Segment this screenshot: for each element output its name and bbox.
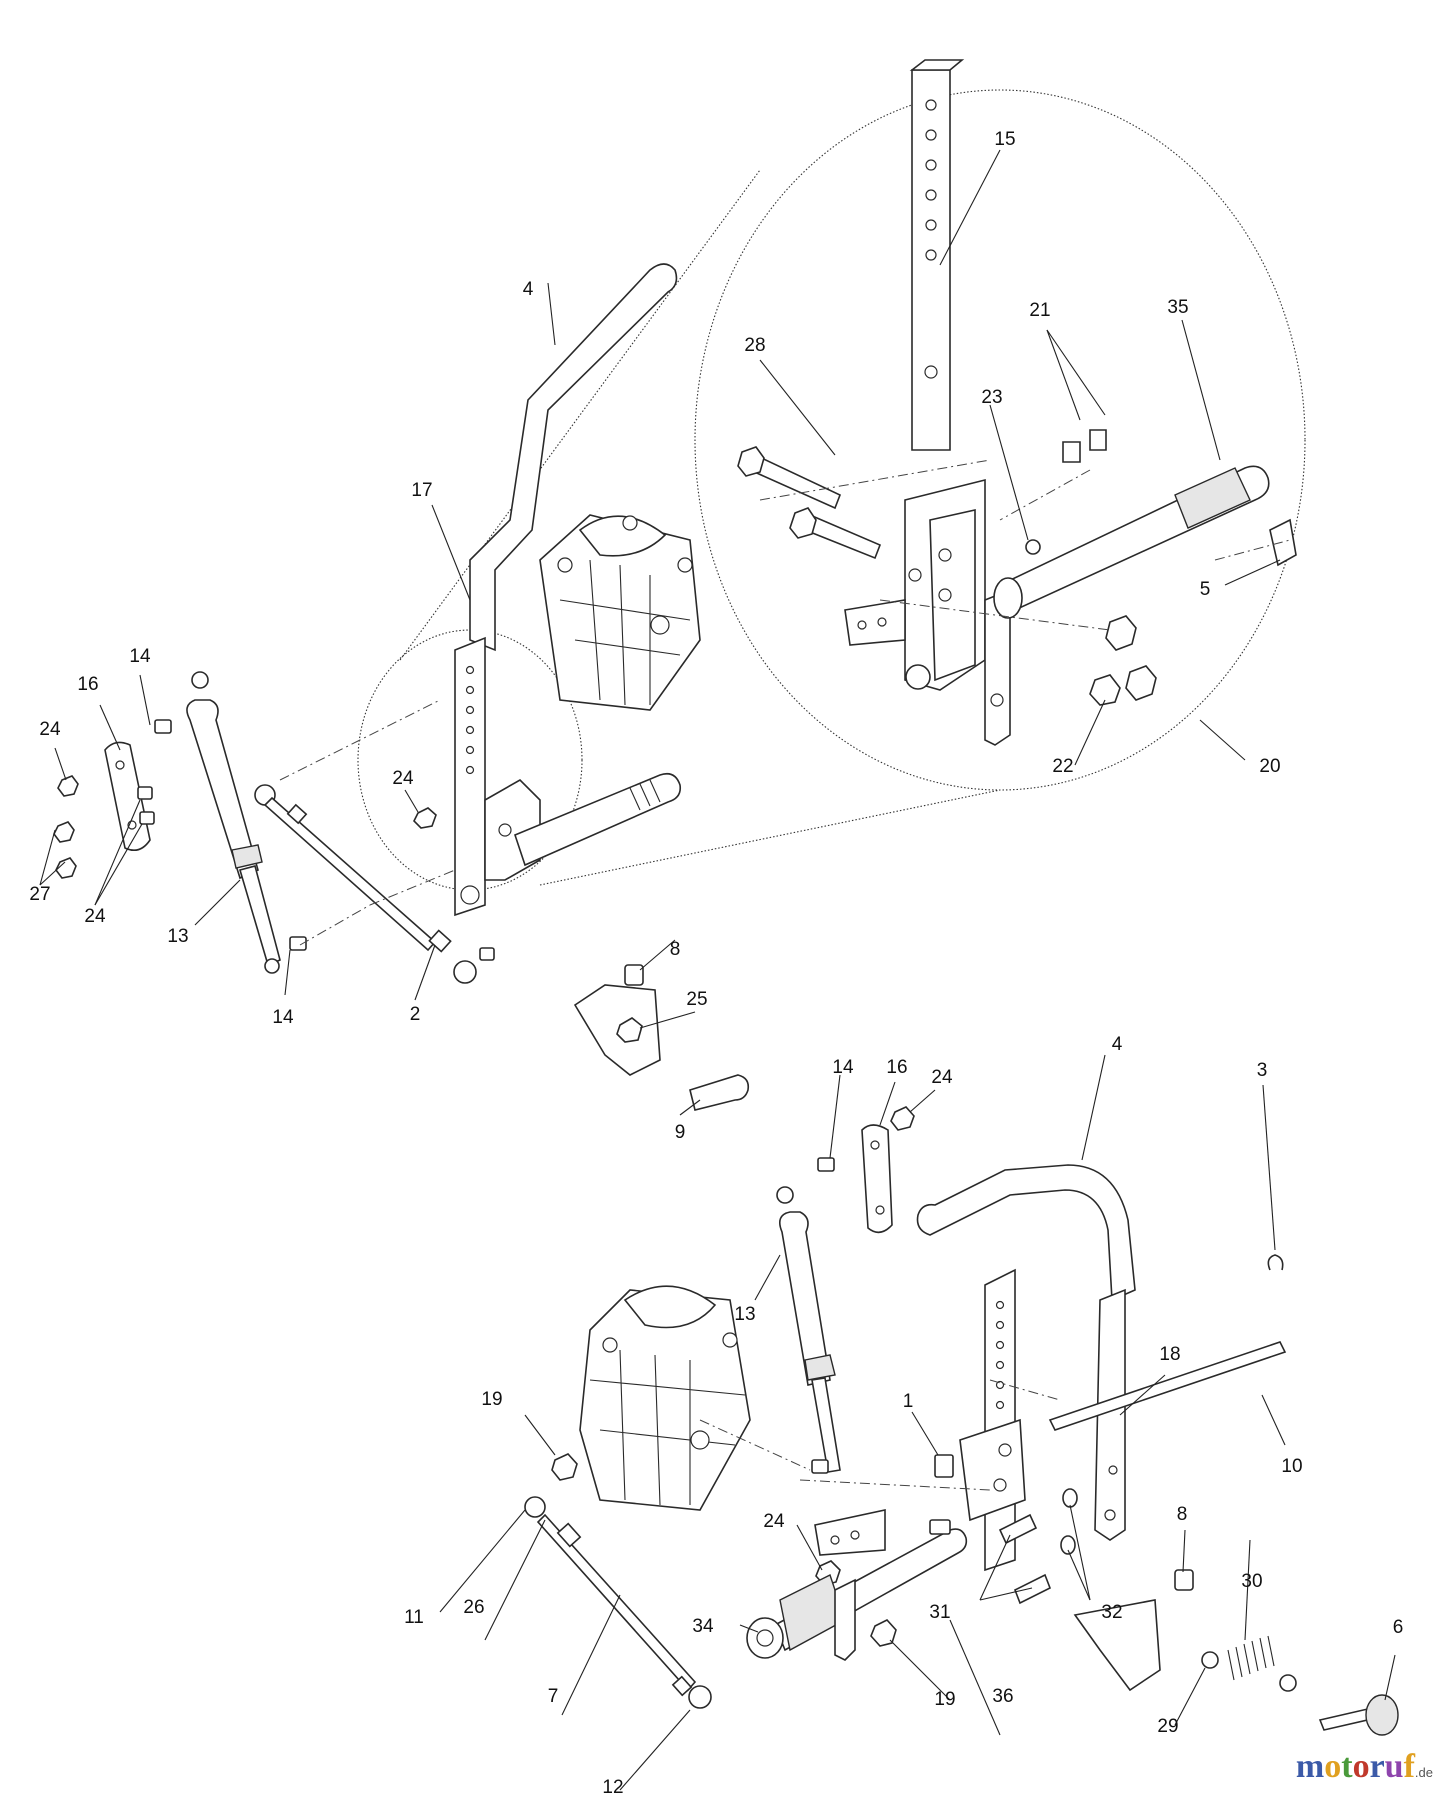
callout-labels-top: 4 15 21 35 28 23 17 5 14 16 24 24 22 20 … — [29, 129, 1280, 1143]
hydro-pump-top — [539, 514, 701, 711]
callout: 1 — [903, 1391, 914, 1412]
logo-letter: m — [1295, 1748, 1325, 1785]
callout: 29 — [1157, 1716, 1178, 1737]
callout: 24 — [392, 768, 414, 789]
link-rod-top — [254, 784, 495, 984]
callout: 14 — [129, 646, 151, 667]
bottom-assembly — [439, 1054, 1399, 1791]
callout: 24 — [84, 906, 106, 927]
callout: 14 — [832, 1057, 854, 1078]
callout: 19 — [934, 1689, 955, 1710]
callout: 8 — [670, 939, 681, 960]
callout: 26 — [463, 1597, 484, 1618]
callout: 22 — [1052, 756, 1073, 777]
callout: 4 — [1112, 1034, 1123, 1055]
callout: 11 — [404, 1607, 424, 1628]
link-rod-bottom — [524, 1496, 712, 1709]
callout: 25 — [686, 989, 707, 1010]
callout: 4 — [523, 279, 534, 300]
callout: 15 — [994, 129, 1015, 150]
callout: 23 — [981, 387, 1002, 408]
detail-lever-15 — [844, 59, 1011, 746]
gas-spring-bottom — [776, 1186, 841, 1474]
callout: 20 — [1259, 756, 1280, 777]
callout: 7 — [548, 1686, 559, 1707]
brake-bracket-top — [573, 964, 750, 1111]
bracket-18 — [1094, 1288, 1126, 1541]
logo-suffix: .de — [1414, 1765, 1433, 1780]
callout: 24 — [763, 1511, 785, 1532]
callout: 2 — [410, 1004, 421, 1025]
bracket-16-bottom — [861, 1124, 893, 1234]
callout: 18 — [1159, 1344, 1180, 1365]
callout: 32 — [1101, 1602, 1122, 1623]
callout-labels-bottom: 14 16 24 4 3 13 18 19 1 10 8 24 32 31 30… — [404, 1034, 1403, 1798]
bracket-16-top — [104, 741, 151, 851]
callout: 30 — [1241, 1571, 1262, 1592]
logo-letter: u — [1384, 1748, 1404, 1785]
fasteners-top-left — [53, 719, 437, 951]
callout: 10 — [1281, 1456, 1302, 1477]
gas-spring-top — [186, 671, 281, 974]
motoruf-logo: motoruf.de — [1296, 1748, 1433, 1786]
callout: 27 — [29, 884, 50, 905]
callout: 35 — [1167, 297, 1188, 318]
callout: 8 — [1177, 1504, 1188, 1525]
callout: 12 — [602, 1777, 623, 1798]
callout: 9 — [675, 1122, 686, 1143]
control-arm-plate — [814, 1509, 886, 1556]
control-shaft-bottom — [746, 1528, 968, 1661]
callout: 6 — [1393, 1617, 1404, 1638]
top-assembly — [39, 59, 1306, 1116]
control-lever-17 — [454, 636, 541, 917]
callout: 24 — [931, 1067, 953, 1088]
callout: 17 — [411, 480, 432, 501]
callout: 13 — [734, 1304, 755, 1325]
callout: 5 — [1200, 579, 1211, 600]
callout: 14 — [272, 1007, 294, 1028]
callout: 24 — [39, 719, 61, 740]
logo-letter: t — [1341, 1748, 1353, 1785]
callout: 31 — [929, 1602, 950, 1623]
logo-letter: o — [1352, 1748, 1370, 1785]
callout: 36 — [992, 1686, 1013, 1707]
callout: 34 — [692, 1616, 714, 1637]
callout: 28 — [744, 335, 765, 356]
control-handle-top — [469, 263, 678, 652]
detail-shaft-35 — [993, 465, 1297, 619]
control-handle-bottom — [916, 1164, 1136, 1302]
callout: 13 — [167, 926, 188, 947]
pin-10 — [1048, 1341, 1287, 1431]
brake-assembly-bottom — [1073, 1569, 1399, 1736]
callout: 16 — [886, 1057, 907, 1078]
callout: 3 — [1257, 1060, 1268, 1081]
detail-fasteners — [737, 429, 1157, 706]
logo-letter: f — [1403, 1748, 1415, 1785]
control-lever-bottom — [934, 1268, 1026, 1572]
control-shaft-top — [514, 772, 682, 867]
logo-letter: r — [1369, 1748, 1385, 1785]
hydro-pump-bottom — [579, 1285, 751, 1511]
callout: 19 — [481, 1389, 502, 1410]
callout: 16 — [77, 674, 98, 695]
logo-letter: o — [1324, 1748, 1342, 1785]
callout: 21 — [1029, 300, 1050, 321]
